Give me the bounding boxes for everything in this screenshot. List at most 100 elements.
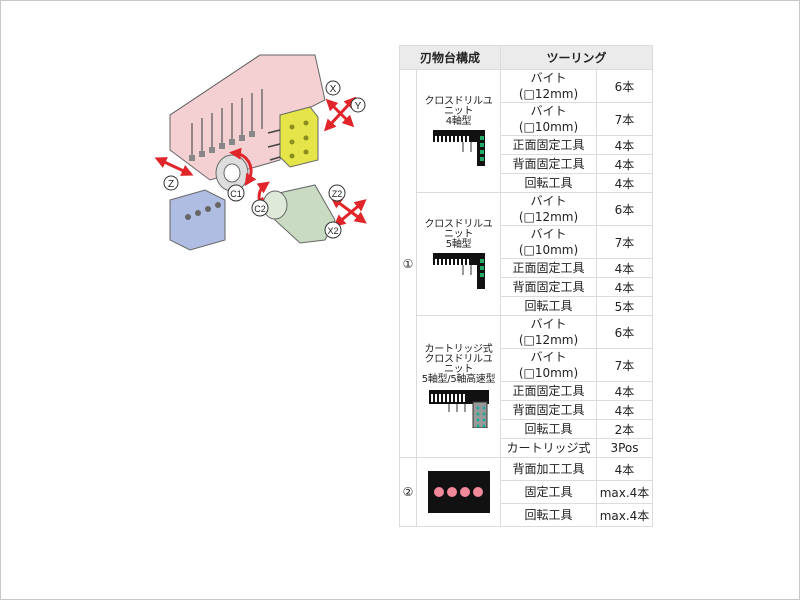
table-row: カートリッジ式 3Pos [400, 438, 653, 458]
svg-text:Z: Z [168, 179, 174, 190]
tool-count: max.4本 [596, 480, 653, 504]
tool-name: 背面固定工具 [512, 403, 585, 417]
tool-count: 7本 [596, 225, 653, 259]
axis-label-z: Z [163, 175, 179, 191]
tool-count: 6本 [596, 192, 653, 226]
tool-name-cell: バイト(□12mm) [500, 192, 597, 226]
tool-count: 3Pos [596, 438, 653, 458]
tool-count: 4本 [596, 277, 653, 297]
tool-count: 4本 [596, 154, 653, 174]
svg-text:X: X [330, 84, 337, 95]
tool-name: カートリッジ式 [506, 441, 591, 455]
tool-name-cell: バイト (□10mm) [500, 348, 597, 382]
tool-name: (□10mm) [518, 120, 579, 134]
tool-count: 6本 [596, 69, 653, 103]
tool-name: バイト [530, 227, 567, 241]
table-row: 回転工具 max.4本 [400, 503, 653, 527]
tool-count: 4本 [596, 258, 653, 278]
unit-label-line: クロスドリルユ [424, 218, 493, 230]
svg-text:C2: C2 [254, 204, 266, 214]
svg-text:Z2: Z2 [332, 189, 343, 199]
tool-name: バイト [530, 350, 567, 364]
tool-post-config-cell [416, 457, 501, 527]
unit-label-line: カートリッジ式 [424, 344, 493, 355]
tool-count: 2本 [596, 419, 653, 439]
unit-label-line: ニット [443, 364, 474, 375]
tool-count: 4本 [596, 173, 653, 193]
back-tool-block [169, 189, 226, 251]
table-row: バイト (□10mm) 7本 [400, 225, 653, 259]
table-row: 背面固定工具 4本 [400, 154, 653, 174]
table-header-row: 刃物台構成 ツーリング [399, 45, 653, 70]
tool-count: 4本 [596, 381, 653, 401]
cartridge-cross-drill-unit-image [428, 390, 489, 428]
tool-name: 正面固定工具 [512, 384, 585, 398]
tool-name-cell: 正面固定工具 [500, 258, 597, 278]
axis-label-y: Y [350, 97, 366, 113]
tool-name-cell: 固定工具 [500, 480, 597, 504]
tool-name-cell: 背面固定工具 [500, 154, 597, 174]
tool-name: バイト [530, 317, 567, 331]
axis-label-c1: C1 [227, 184, 245, 202]
unit-label-line: 5軸型/5軸高速型 [421, 374, 496, 385]
tool-name-cell: 回転工具 [500, 173, 597, 193]
unit-group-index: ② [399, 457, 417, 527]
tool-name: (□10mm) [518, 243, 579, 257]
tool-name-cell: 正面固定工具 [500, 381, 597, 401]
axis-label-c2: C2 [251, 199, 269, 217]
axis-arrows [154, 96, 367, 227]
axis-label-z2: Z2 [328, 184, 346, 202]
header-tooling: ツーリング [500, 45, 653, 70]
svg-text:C1: C1 [230, 189, 242, 199]
tool-name: 背面固定工具 [512, 157, 585, 171]
tool-name: 固定工具 [524, 485, 573, 499]
tool-count: max.4本 [596, 503, 653, 527]
tool-name: 正面固定工具 [512, 138, 585, 152]
tool-name-cell: カートリッジ式 [500, 438, 597, 458]
cross-drill-unit-5-axis-image [432, 252, 485, 289]
unit-label-line: 5軸型 [445, 238, 472, 250]
table-row: 正面固定工具 4本 [400, 135, 653, 155]
header-tool-post-config: 刃物台構成 [399, 45, 501, 70]
tool-name-cell: バイト (□10mm) [500, 102, 597, 136]
tool-name: (□10mm) [518, 366, 579, 380]
unit-group-index: ① [399, 69, 417, 458]
tool-name-cell: バイト (□10mm) [500, 225, 597, 259]
back-spindle [262, 184, 336, 244]
unit-label-line: ニット [443, 228, 474, 240]
tool-name-cell: 回転工具 [500, 296, 597, 316]
tool-name: 背面加工工具 [512, 462, 585, 476]
svg-text:X2: X2 [327, 226, 338, 236]
tool-name: 正面固定工具 [512, 261, 585, 275]
unit-label-line: クロスドリルユ [424, 95, 493, 107]
tool-name: 背面固定工具 [512, 280, 585, 294]
unit-label-line: クロスドリルユ [424, 354, 493, 365]
tool-name: (□12mm) [518, 210, 579, 224]
tool-name: (□12mm) [518, 333, 579, 347]
tool-name: バイト [530, 104, 567, 118]
axis-label-x: X [325, 80, 341, 96]
unit-label-line: 4軸型 [445, 115, 472, 127]
tool-name: (□12mm) [518, 87, 579, 101]
tool-name-cell: 回転工具 [500, 419, 597, 439]
table-row: 背面固定工具 4本 [400, 277, 653, 297]
tool-name: 回転工具 [524, 508, 573, 522]
tool-name: 回転工具 [524, 422, 573, 436]
tool-count: 6本 [596, 315, 653, 349]
table-row: 正面固定工具 4本 [400, 258, 653, 278]
tool-name-cell: 背面固定工具 [500, 277, 597, 297]
tool-name-cell: 背面加工工具 [500, 457, 597, 481]
back-tool-post-image [427, 471, 490, 513]
tool-post-diagram: X Y Z C1 C2 Z2 X2 [154, 54, 367, 251]
tool-count: 5本 [596, 296, 653, 316]
unit-label-line: ニット [443, 105, 474, 117]
tool-count: 4本 [596, 135, 653, 155]
